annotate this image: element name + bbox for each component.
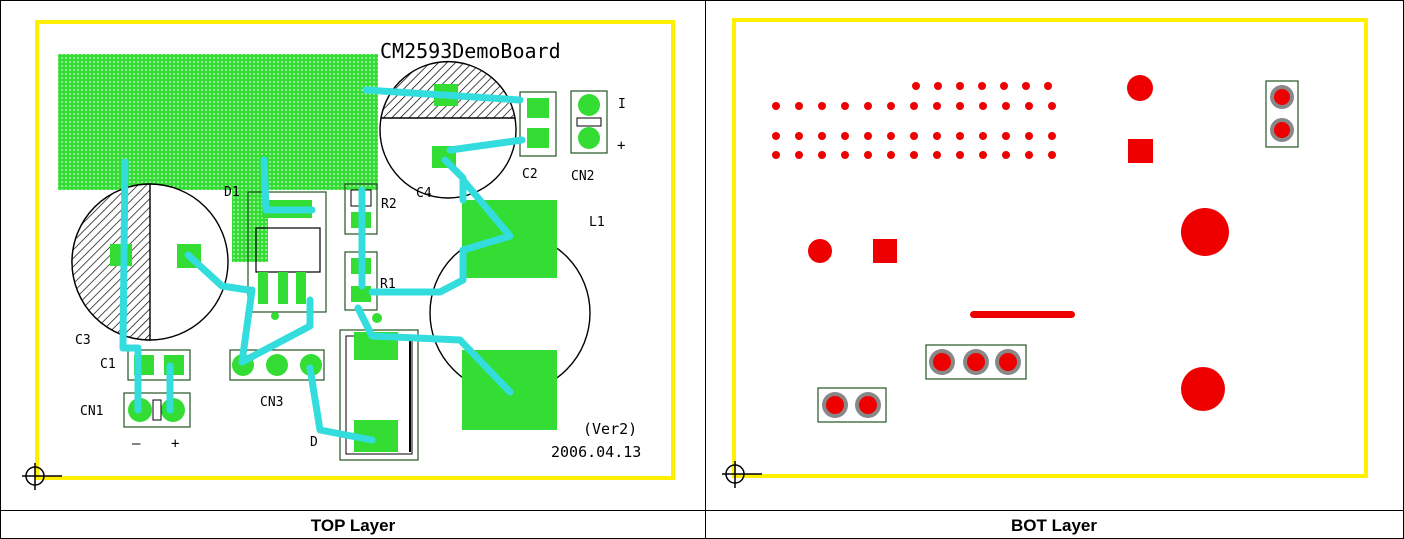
bottom-board-outline [732, 18, 1368, 478]
label-minus-cn1: – [132, 436, 141, 452]
date-label: 2006.04.13 [551, 443, 641, 461]
label-c3: C3 [75, 333, 91, 348]
top-origin-marker [22, 463, 62, 490]
bottom-connector-middle [925, 344, 1027, 380]
top-board-outline [35, 20, 675, 480]
capacitor-c4 [379, 60, 517, 199]
bottom-pads [808, 75, 1229, 411]
capacitor-c2 [519, 91, 557, 157]
bottom-layer-caption: BOT Layer [1011, 516, 1097, 535]
capacitor-c3 [71, 183, 229, 341]
top-traces [119, 86, 526, 444]
label-plus-cn1: + [171, 436, 179, 452]
label-plus-cn2: + [617, 138, 625, 154]
label-minus-cn2: I [618, 97, 626, 112]
label-r1: R1 [380, 277, 396, 292]
bottom-connector-left [817, 387, 887, 423]
connector-cn1 [123, 392, 191, 428]
top-layer-caption: TOP Layer [311, 516, 396, 535]
bottom-origin-marker [722, 461, 762, 488]
label-c1: C1 [100, 357, 116, 372]
label-cn1: CN1 [80, 404, 103, 419]
label-d1: D1 [224, 185, 240, 200]
bottom-connector-right [1265, 80, 1299, 148]
label-cn2: CN2 [571, 169, 594, 184]
label-d2: D [310, 435, 318, 450]
board-title: CM2593DemoBoard [380, 39, 561, 63]
label-r2: R2 [381, 197, 397, 212]
label-c4: C4 [416, 186, 432, 201]
bottom-layer-panel [722, 18, 1368, 488]
diode-d2 [339, 329, 419, 461]
connector-cn2 [570, 90, 608, 154]
via-array [772, 82, 1056, 159]
label-c2: C2 [522, 167, 538, 182]
top-layer-panel: CM2593DemoBoard D1 R2 R1 C4 C2 CN2 L1 C3… [22, 20, 675, 490]
label-cn3: CN3 [260, 395, 283, 410]
copper-pour [58, 54, 378, 262]
label-l1: L1 [589, 215, 605, 230]
version-label: (Ver2) [583, 420, 637, 438]
